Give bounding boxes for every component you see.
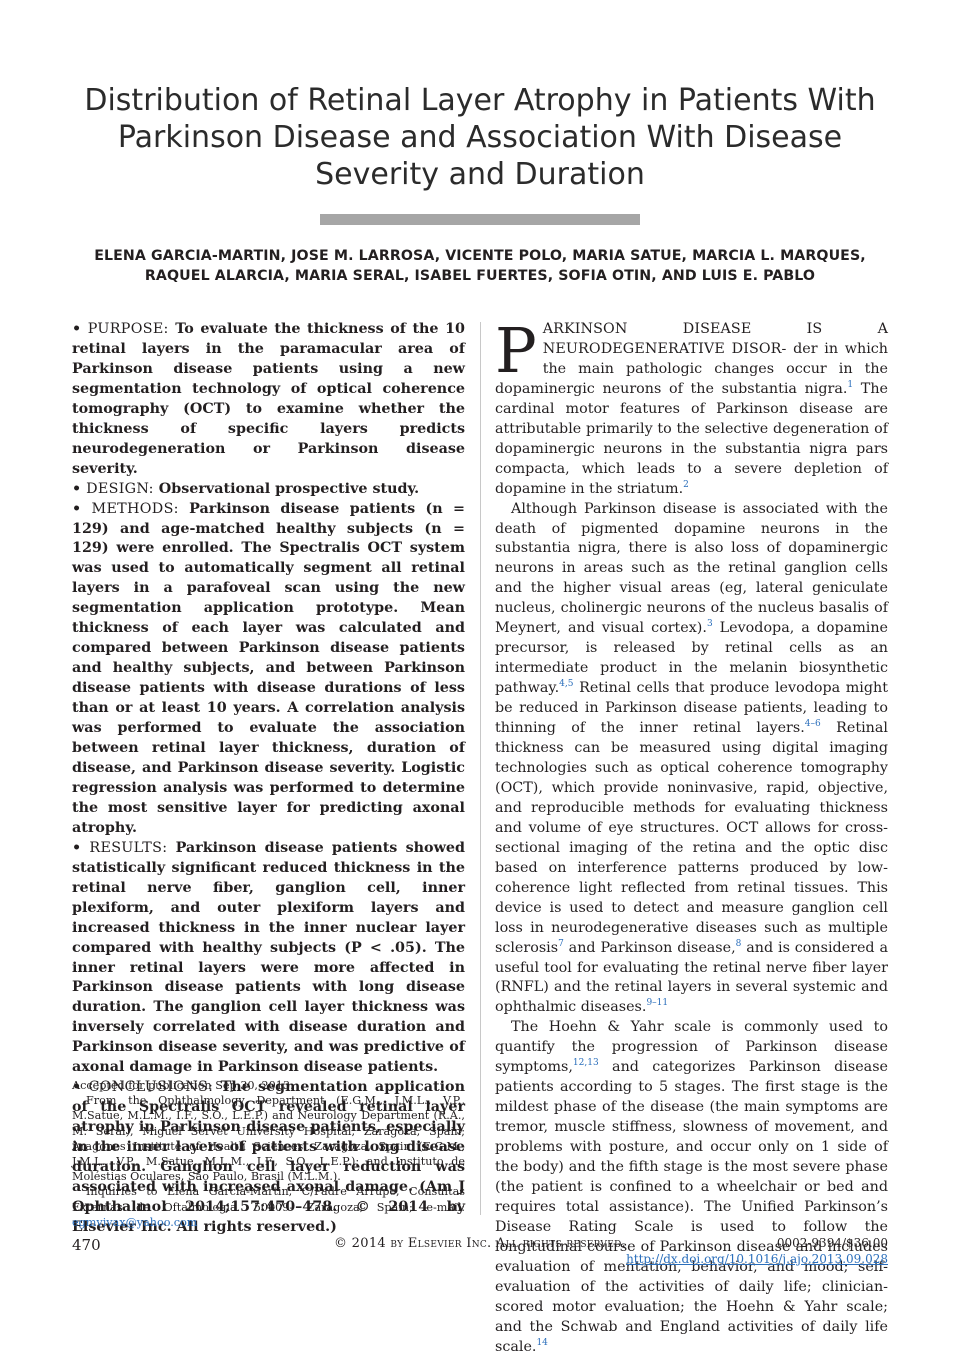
reference-link[interactable]: 1 bbox=[847, 380, 854, 391]
paragraph-text: Although Parkinson disease is associated… bbox=[495, 500, 888, 637]
reference-link[interactable]: 4–6 bbox=[804, 719, 821, 730]
purpose-text: To evaluate the thickness of the 10 reti… bbox=[72, 321, 465, 477]
paragraph-text: and categorizes Parkinson disease patien… bbox=[495, 1059, 888, 1355]
abstract-conclusions: • CONCLUSIONS: The segmentation applicat… bbox=[72, 1078, 465, 1238]
author-list: ELENA GARCIA-MARTIN, JOSE M. LARROSA, VI… bbox=[60, 246, 900, 286]
inquiries-text: Inquiries to Elena Garcia-Martin, C/Padr… bbox=[72, 1185, 465, 1214]
reference-link[interactable]: 9–11 bbox=[646, 998, 669, 1009]
bullet: • bbox=[72, 1079, 82, 1096]
conclusions-label: CONCLUSIONS: bbox=[88, 1079, 214, 1096]
paragraph-text: and Parkinson disease, bbox=[563, 939, 736, 956]
author-line-1: ELENA GARCIA-MARTIN, JOSE M. LARROSA, VI… bbox=[94, 248, 866, 264]
methods-label: METHODS: bbox=[91, 500, 179, 517]
design-label: DESIGN: bbox=[86, 480, 154, 497]
abstract-results: • RESULTS: Parkinson disease patients sh… bbox=[72, 839, 465, 1078]
page-footer: 470 © 2014 by Elsevier Inc. All rights r… bbox=[72, 1236, 888, 1272]
paragraph-text: and is considered a useful tool for eval… bbox=[495, 939, 888, 1016]
article-title: Distribution of Retinal Layer Atrophy in… bbox=[84, 83, 876, 192]
paragraph-text: The Hoehn & Yahr scale is commonly used … bbox=[495, 1019, 888, 1076]
reference-link[interactable]: 12,13 bbox=[572, 1058, 599, 1069]
abstract: • PURPOSE: To evaluate the thickness of … bbox=[72, 320, 465, 1238]
drop-cap: P bbox=[495, 314, 537, 387]
design-text: Observational prospective study. bbox=[158, 480, 420, 497]
bullet: • bbox=[72, 321, 82, 337]
copyright-notice: © 2014 by Elsevier Inc. All rights reser… bbox=[333, 1236, 627, 1251]
results-label: RESULTS: bbox=[89, 839, 168, 856]
purpose-label: PURPOSE: bbox=[87, 321, 169, 337]
reference-link[interactable]: 4,5 bbox=[559, 679, 574, 690]
reference-link[interactable]: 3 bbox=[706, 619, 713, 630]
doi-link[interactable]: http://dx.doi.org/10.1016/j.ajo.2013.09.… bbox=[626, 1252, 888, 1266]
intro-paragraph-2: Although Parkinson disease is associated… bbox=[495, 500, 888, 1019]
reference-link[interactable]: 2 bbox=[683, 479, 689, 490]
reference-link[interactable]: 7 bbox=[558, 938, 564, 949]
paragraph-text: Retinal thickness can be measured using … bbox=[495, 720, 888, 956]
abstract-methods: • METHODS: Parkinson disease patients (n… bbox=[72, 500, 465, 839]
issn: 0002-9394/$36.00 bbox=[776, 1236, 888, 1250]
bullet: • bbox=[72, 839, 82, 856]
reference-link[interactable]: 8 bbox=[735, 938, 742, 949]
intro-paragraph-3: The Hoehn & Yahr scale is commonly used … bbox=[495, 1018, 888, 1357]
abstract-citation: (Am J Ophthalmol 2014;157:470–478. © 201… bbox=[72, 1178, 465, 1235]
paragraph-text: The cardinal motor features of Parkinson… bbox=[495, 380, 888, 497]
bullet: • bbox=[72, 500, 82, 517]
reference-link[interactable]: 14 bbox=[536, 1337, 548, 1348]
paragraph-text: der in which the main pathologic changes… bbox=[495, 340, 888, 397]
abstract-purpose: • PURPOSE: To evaluate the thickness of … bbox=[72, 320, 465, 480]
bullet: • bbox=[72, 480, 82, 497]
author-line-2: RAQUEL ALARCIA, MARIA SERAL, ISABEL FUER… bbox=[144, 268, 816, 284]
title-rule bbox=[320, 214, 640, 225]
paragraph-text: Levodopa, a dopamine precursor, is relea… bbox=[495, 620, 888, 697]
abstract-design: • DESIGN: Observational prospective stud… bbox=[72, 480, 465, 500]
paragraph-text: Retinal cells that produce levodopa migh… bbox=[495, 680, 888, 737]
page-number: 470 bbox=[72, 1236, 101, 1254]
inquiries: Inquiries to Elena Garcia-Martin, C/Padr… bbox=[72, 1184, 465, 1230]
conclusions-text: The segmentation application of the Spec… bbox=[72, 1079, 465, 1195]
methods-text: Parkinson disease patients (n = 129) and… bbox=[72, 500, 465, 836]
column-divider bbox=[480, 322, 481, 1215]
affiliations: From the Ophthalmology Department (E.G.M… bbox=[72, 1094, 465, 1184]
accepted-date: Accepted for publication Sep 30, 2013. bbox=[72, 1079, 294, 1092]
results-text: Parkinson disease patients showed statis… bbox=[72, 839, 465, 1076]
footnotes: Accepted for publication Sep 30, 2013. F… bbox=[72, 1078, 465, 1230]
email-link[interactable]: egmvivax@yahoo.com bbox=[72, 1215, 198, 1229]
lead-caps: ARKINSON DISEASE IS A NEURODEGENERATIVE … bbox=[542, 321, 888, 357]
